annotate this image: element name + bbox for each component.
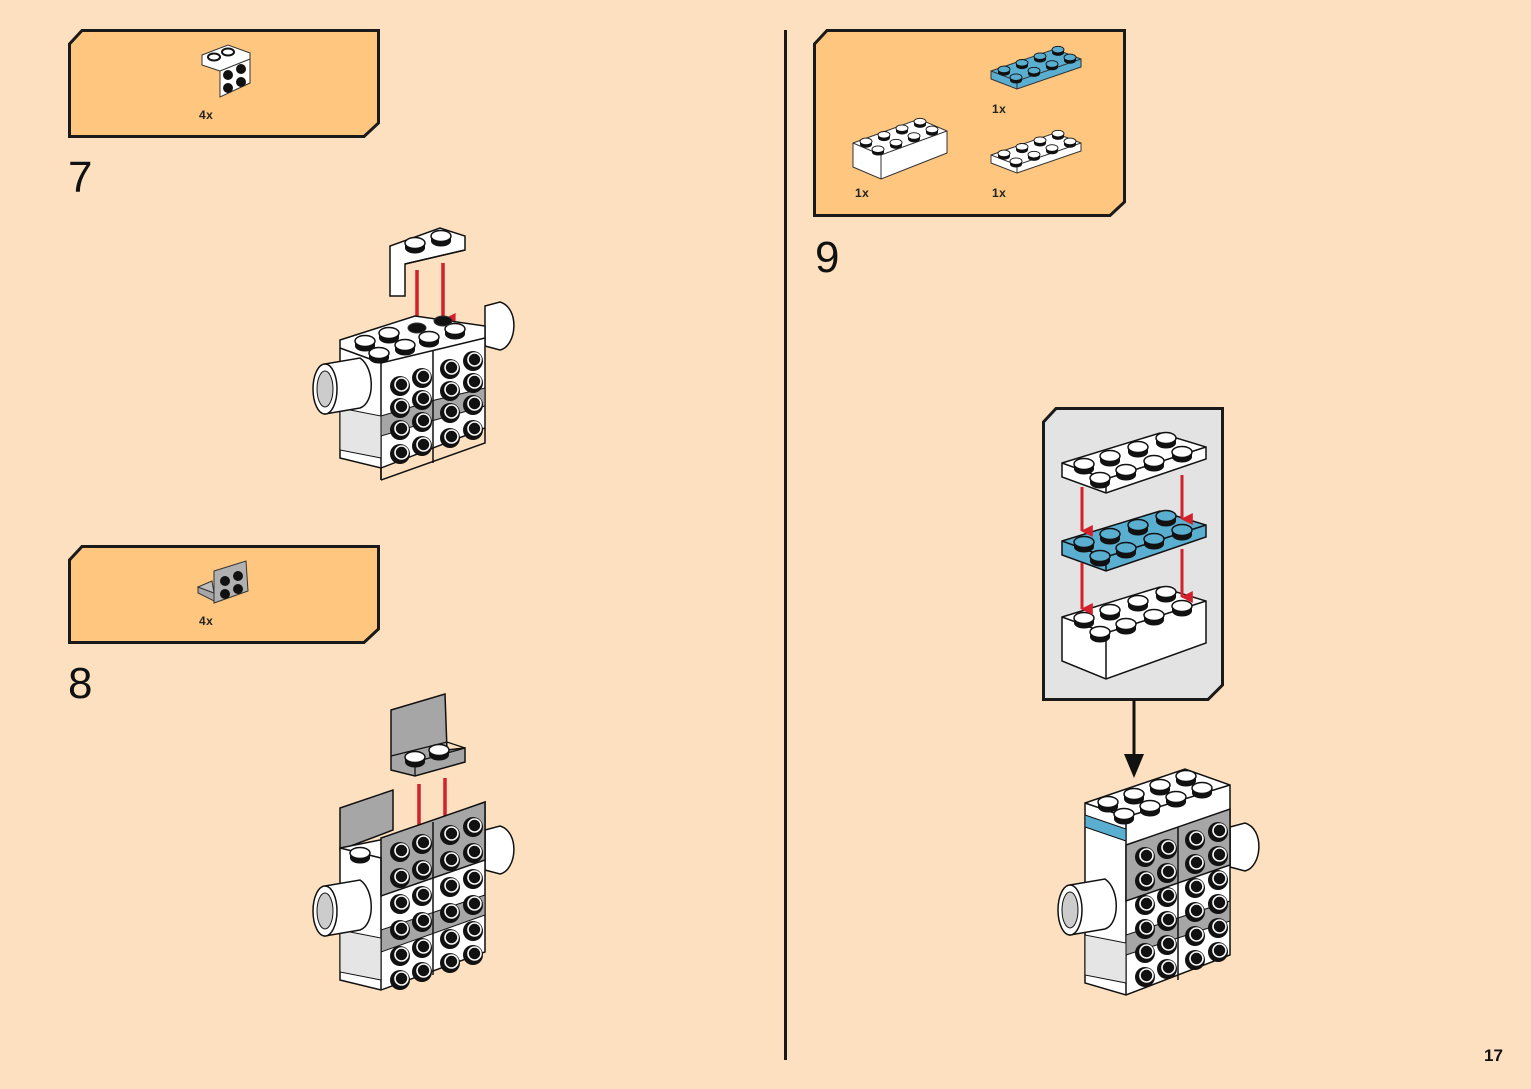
gray-bracket-falling bbox=[390, 693, 466, 777]
part-quantity: 1x bbox=[992, 102, 1007, 116]
callout-connector-arrow bbox=[1124, 700, 1144, 778]
step-number-8: 8 bbox=[68, 659, 93, 708]
part-quantity: 1x bbox=[855, 186, 870, 200]
parts-list-step-7: 4x bbox=[68, 29, 380, 138]
white-plate-2x4-icon bbox=[990, 129, 1082, 174]
page-column-divider bbox=[784, 30, 787, 1060]
step-number-9: 9 bbox=[815, 233, 840, 282]
step-9-assembly-illustration bbox=[1057, 768, 1260, 996]
parts-list-step-8: 4x bbox=[68, 545, 380, 644]
part-quantity: 4x bbox=[199, 614, 214, 628]
part-quantity: 4x bbox=[199, 108, 214, 122]
gray-angle-bracket-icon bbox=[196, 560, 249, 604]
step-7-assembly-illustration bbox=[312, 227, 515, 481]
white-brick bbox=[1061, 585, 1207, 680]
sub-assembly-callout bbox=[1042, 407, 1224, 701]
parts-list-step-9: 1x 1x 1x bbox=[813, 29, 1126, 217]
step-number-7: 7 bbox=[68, 153, 93, 202]
white-angle-bracket-icon bbox=[201, 44, 251, 98]
blue-plate bbox=[1061, 509, 1207, 572]
white-bracket-falling bbox=[389, 227, 466, 297]
step-8-assembly-illustration bbox=[312, 693, 515, 991]
white-plate bbox=[1061, 431, 1207, 494]
blue-plate-2x4-icon bbox=[990, 45, 1082, 90]
white-brick-2x4-icon bbox=[852, 117, 948, 180]
page-number: 17 bbox=[1484, 1046, 1503, 1065]
part-quantity: 1x bbox=[992, 186, 1007, 200]
